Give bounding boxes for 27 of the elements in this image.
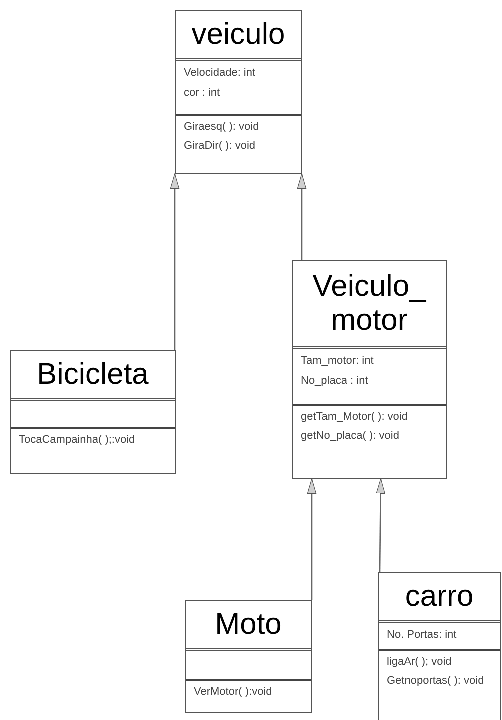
method-text: TocaCampainha( );:void bbox=[19, 434, 136, 447]
class-name: veiculo bbox=[192, 18, 286, 52]
inheritance-arrow bbox=[297, 174, 307, 260]
attribute-text: Tam_motor: int bbox=[301, 354, 375, 368]
class-box bbox=[378, 572, 501, 720]
class-box bbox=[292, 260, 447, 479]
class-name: Bicicleta bbox=[37, 358, 149, 392]
method-text: getNo_placa( ): void bbox=[301, 430, 400, 443]
method-text: VerMotor( ):void bbox=[194, 686, 274, 699]
method-text: GiraDir( ): void bbox=[184, 140, 257, 153]
inheritance-arrow bbox=[170, 174, 180, 350]
attribute-text: Velocidade: int bbox=[184, 66, 257, 80]
attribute-text: No. Portas: int bbox=[387, 628, 458, 642]
class-box bbox=[10, 350, 176, 474]
attribute-text: cor : int bbox=[184, 86, 222, 100]
method-text: getTam_Motor( ): void bbox=[301, 411, 409, 424]
attribute-text: No_placa : int bbox=[301, 374, 370, 388]
inheritance-arrow bbox=[307, 478, 317, 600]
class-name: Veiculo_ motor bbox=[312, 270, 428, 338]
class-box bbox=[175, 10, 302, 174]
class-name: carro bbox=[405, 580, 474, 614]
method-text: Giraesq( ): void bbox=[184, 121, 260, 134]
class-box bbox=[185, 600, 312, 713]
class-name: Moto bbox=[215, 608, 282, 642]
method-text: ligaAr( ); void bbox=[387, 656, 453, 669]
method-text: Getnoportas( ): void bbox=[387, 675, 486, 688]
inheritance-arrow bbox=[376, 478, 386, 572]
